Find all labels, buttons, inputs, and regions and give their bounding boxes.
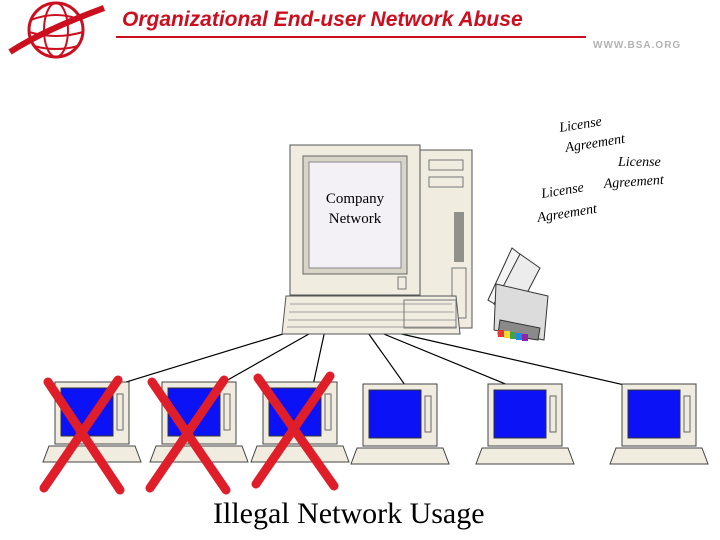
workstation <box>350 383 450 465</box>
agreement-word: Agreement <box>602 173 665 192</box>
page-title: Organizational End-user Network Abuse <box>122 8 523 31</box>
bsa-logo <box>4 0 108 68</box>
workstation <box>475 383 575 465</box>
website-url: WWW.BSA.ORG <box>593 40 682 51</box>
server-screen-label: Network <box>329 211 382 227</box>
network-cables <box>99 329 656 393</box>
license-agreement-2: License Agreement <box>602 155 665 192</box>
license-word: License <box>539 180 585 202</box>
license-agreement-1: License Agreement <box>557 114 627 156</box>
license-agreement-3: License Agreement <box>535 180 599 226</box>
license-word: License <box>617 155 661 170</box>
illegal-x-mark <box>251 371 339 491</box>
disk-copier-icon <box>487 247 549 341</box>
illegal-x-mark <box>145 375 231 495</box>
server-computer: Company Network <box>281 144 473 335</box>
illegal-x-mark <box>39 375 125 495</box>
server-screen-label: Company <box>326 191 385 207</box>
agreement-word: Agreement <box>535 202 599 227</box>
license-word: License <box>557 114 603 136</box>
diagram-caption: Illegal Network Usage <box>213 497 485 530</box>
workstation <box>609 383 709 465</box>
agreement-word: Agreement <box>563 132 627 157</box>
header <box>0 0 720 68</box>
header-rule <box>116 36 586 38</box>
network-diagram: Company Network License Agreement Licens… <box>39 114 709 495</box>
